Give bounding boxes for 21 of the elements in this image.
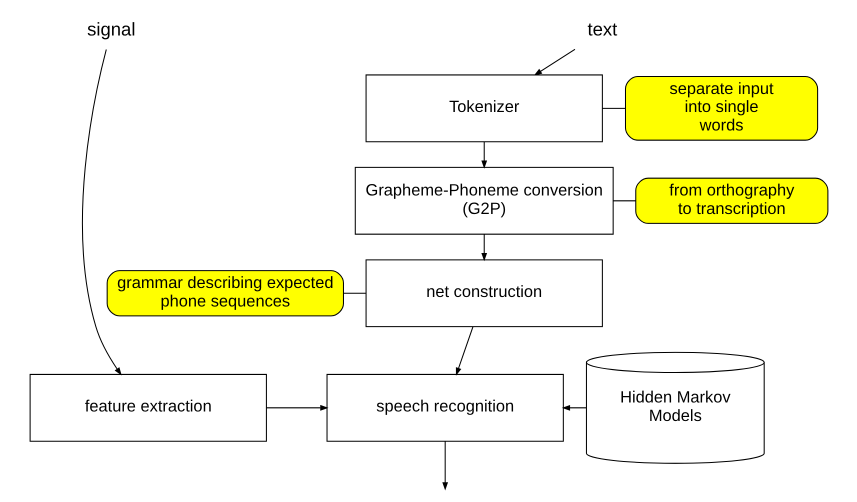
node-text: signal: [86, 18, 135, 40]
node-box: net construction: [365, 259, 602, 328]
node-box: separate input into single words: [624, 76, 818, 141]
node-box: Grapheme-Phoneme conversion (G2P): [354, 166, 614, 235]
arrow: [533, 48, 575, 76]
connector: [612, 200, 636, 202]
arrow: [442, 441, 448, 490]
arrow: [455, 326, 473, 376]
connector: [602, 108, 625, 109]
node-box: speech recognition: [326, 374, 564, 442]
connector: [343, 292, 366, 294]
node-box: feature extraction: [29, 374, 266, 442]
node-box: Tokenizer: [365, 74, 602, 142]
arrow: [480, 234, 487, 262]
arrow: [266, 404, 328, 411]
node-box: from orthography to transcription: [634, 178, 828, 224]
arrow: [81, 49, 122, 376]
arrow: [480, 142, 487, 169]
node-box: grammar describing expected phone sequences: [106, 270, 344, 316]
arrow: [561, 404, 586, 411]
node-text: text: [586, 18, 617, 40]
